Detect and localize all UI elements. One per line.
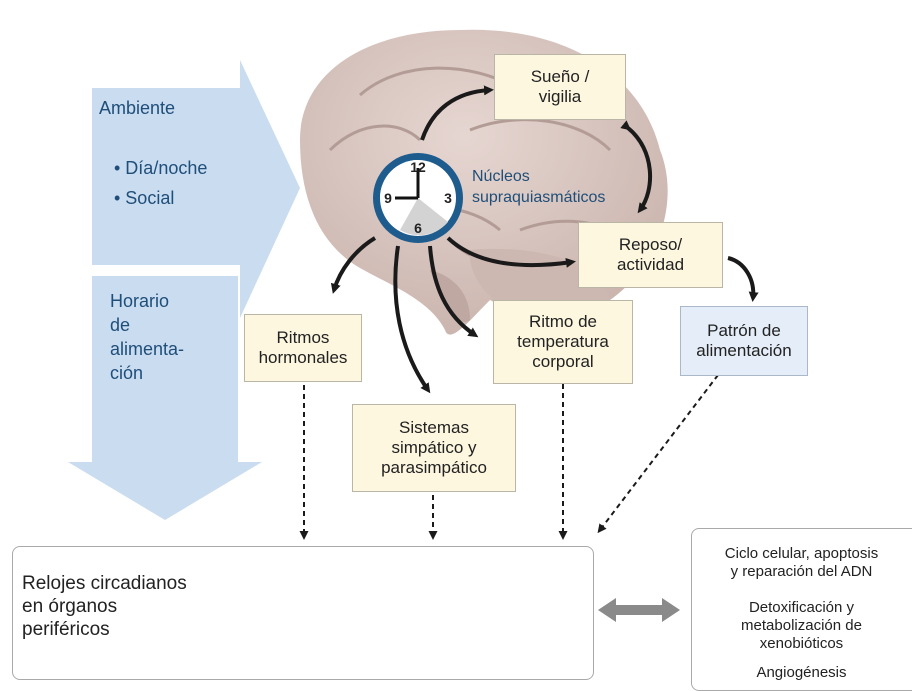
arrow-scn-to-hormonal [330, 236, 377, 294]
peripheral-clocks-label: Relojes circadianos en órganos periféric… [22, 573, 187, 640]
output-detoxification: Detoxificación y metabolización de xenob… [741, 599, 862, 652]
environment-item-day-night: • Día/noche [114, 158, 208, 178]
rest-activity-text: Reposo/ actividad [616, 235, 685, 274]
environment-arrow [92, 60, 300, 318]
clock-numeral-12: 12 [410, 159, 426, 175]
hormonal-rhythms-text: Ritmos hormonales [258, 328, 348, 367]
scn-clock: 12 3 6 9 [373, 153, 463, 243]
peripheral-clocks-panel [12, 546, 594, 680]
feeding-arrow [68, 276, 262, 520]
hormonal-rhythms-box: Ritmos hormonales [244, 314, 362, 382]
body-temperature-box: Ritmo de temperatura corporal [493, 300, 633, 384]
scn-label: Núcleos supraquiasmáticos [472, 168, 606, 206]
dashed-feeding [597, 374, 719, 534]
environment-title: Ambiente [99, 98, 176, 118]
arrow-scn-to-temperature [428, 245, 479, 338]
autonomic-systems-box: Sistemas simpático y parasimpático [352, 404, 516, 492]
arrow-scn-to-autonomic [393, 245, 431, 394]
body-temperature-text: Ritmo de temperatura corporal [517, 312, 609, 371]
output-angiogenesis: Angiogénesis [756, 664, 847, 681]
autonomic-systems-text: Sistemas simpático y parasimpático [381, 418, 487, 477]
clock-numeral-9: 9 [384, 190, 392, 206]
clock-numeral-6: 6 [414, 220, 422, 236]
arrow-rest-to-feeding [727, 256, 759, 302]
sleep-wake-text: Sueño / vigilia [530, 67, 590, 106]
feeding-pattern-text: Patrón de alimentación [696, 321, 792, 360]
double-arrow [598, 598, 680, 622]
arrow-scn-to-sleep [420, 85, 494, 141]
output-cell-cycle: Ciclo celular, apoptosis y reparación de… [724, 545, 879, 580]
rest-activity-box: Reposo/ actividad [578, 222, 723, 288]
environment-item-social: • Social [114, 188, 175, 208]
sleep-wake-box: Sueño / vigilia [494, 54, 626, 120]
feeding-schedule-label: Horario de alimenta- ción [110, 291, 185, 383]
arrow-scn-to-rest [446, 236, 576, 268]
arrow-sleep-rest [620, 120, 653, 214]
feeding-pattern-box: Patrón de alimentación [680, 306, 808, 376]
clock-numeral-3: 3 [444, 190, 452, 206]
